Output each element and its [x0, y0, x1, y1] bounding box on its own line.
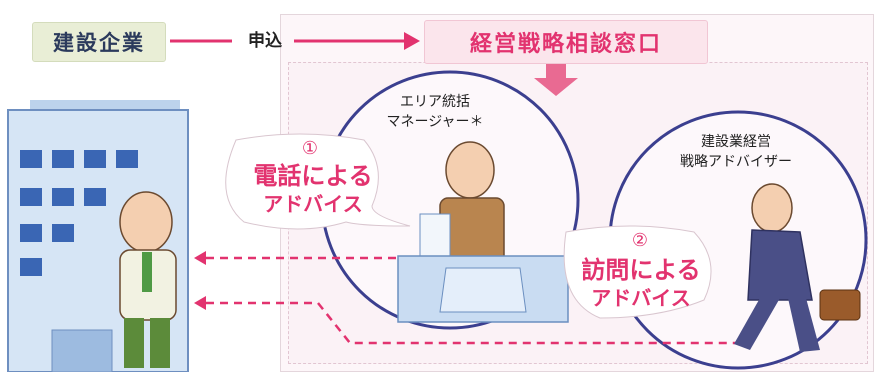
advisor-label-line1: 建設業経営 — [701, 134, 771, 150]
desk-title: 経営戦略相談窓口 — [469, 32, 662, 57]
visit-advice-number: ② — [631, 230, 649, 251]
manager-illustration — [397, 141, 569, 323]
manager-label-line1: エリア統括 — [400, 94, 470, 110]
company-label: 建設企業 — [53, 31, 145, 55]
visit-dashed-line — [206, 301, 742, 345]
company-label-box: 建設企業 — [32, 22, 166, 62]
advisor-illustration — [734, 183, 861, 352]
advisor-label-line2: 戦略アドバイザー — [680, 154, 792, 170]
visit-advice-line1: 訪問による — [581, 256, 701, 284]
down-arrow — [534, 64, 578, 96]
phone-advice-bubble — [225, 133, 411, 230]
visit-advice-line2: アドバイス — [591, 286, 691, 310]
phone-dashed-arrowhead — [194, 251, 206, 265]
advisor-label: 建設業経営 戦略アドバイザー — [656, 132, 816, 172]
manager-label: エリア統括 マネージャー＊ — [370, 92, 500, 132]
desk-title-box: 経営戦略相談窓口 — [424, 20, 708, 64]
manager-label-line2: マネージャー＊ — [386, 114, 484, 130]
apply-arrowhead — [404, 32, 420, 50]
phone-advice-line2: アドバイス — [263, 192, 363, 216]
visit-dashed-arrowhead — [194, 296, 206, 310]
phone-advice-number: ① — [301, 138, 319, 159]
visit-advice-bubble — [563, 225, 712, 319]
phone-advice-line1: 電話による — [253, 162, 373, 190]
businessman-illustration — [119, 191, 177, 368]
apply-label: 申込 — [248, 31, 282, 51]
